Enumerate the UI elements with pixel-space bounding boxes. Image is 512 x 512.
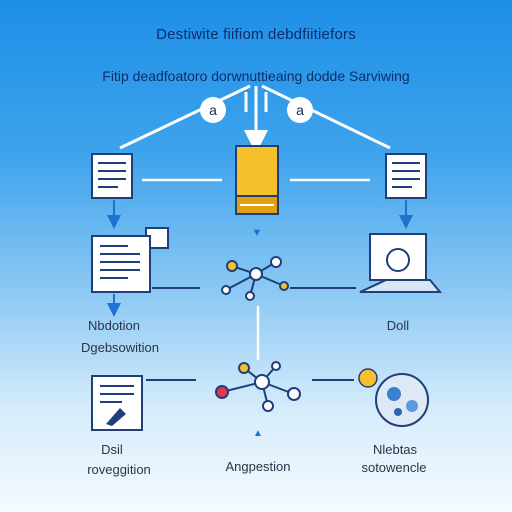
document-edit-icon (91, 375, 143, 431)
storage-box-icon (235, 145, 279, 215)
badge-left-text: a (209, 102, 217, 118)
label-bottom-left-1: Dsil (101, 442, 123, 457)
monitor-icon (359, 233, 443, 293)
badge-left: a (200, 97, 226, 123)
document-icon-right (385, 153, 427, 199)
label-right-mid: Doll (386, 318, 410, 333)
top-connectors (119, 84, 391, 154)
label-bottom-right-1: Nlebtas (372, 442, 418, 457)
small-arrow-glyph: ▼ (252, 227, 263, 239)
network-node-icon-bottom (215, 361, 301, 412)
document-icon-left (91, 153, 133, 199)
label-bottom-center: Angpestion (225, 459, 291, 474)
diagram-subtitle: Fitip deadfoatoro dorwnuttieaing dodde S… (102, 68, 410, 84)
diagram-title: Destiwite fiifiom debdfiitiefors (156, 26, 356, 43)
badge-right-text: a (296, 102, 304, 118)
badge-right: a (287, 97, 313, 123)
label-bottom-left-2: roveggition (87, 462, 151, 477)
label-left-mid-2: Dgebsowition (80, 340, 160, 355)
network-node-icon-top (221, 256, 289, 301)
small-arrow-glyph-2: ▲ (253, 428, 263, 439)
label-left-mid-1: Nbdotion (87, 318, 141, 333)
label-bottom-right-2: sotowencle (361, 460, 427, 475)
document-stack-icon (91, 227, 169, 293)
globe-icon (358, 368, 429, 427)
